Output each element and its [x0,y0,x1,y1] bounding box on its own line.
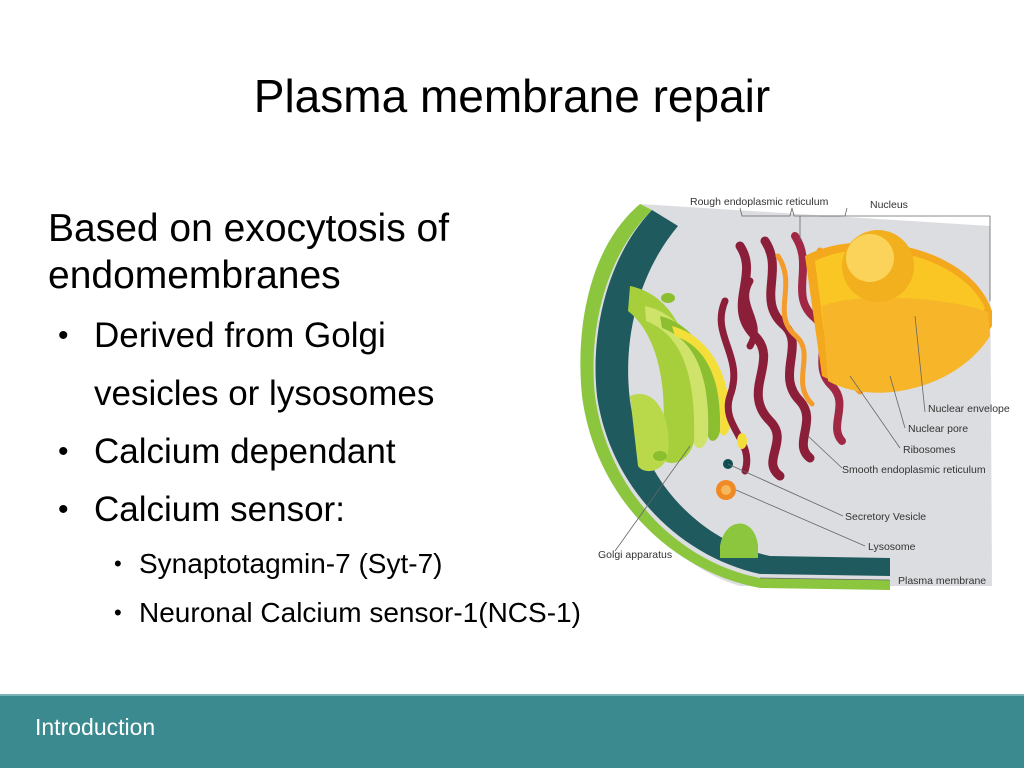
slide-body: Based on exocytosis of endomembranes Der… [48,205,688,637]
nucleus [805,230,992,393]
sub-bullet-item: Neuronal Calcium sensor-1(NCS-1) [48,588,688,637]
label-smooth-er: Smooth endoplasmic reticulum [842,464,986,476]
sub-bullet-list: Synaptotagmin-7 (Syt-7) Neuronal Calcium… [48,539,688,637]
membrane-fold [720,523,758,558]
bullet-item-golgi: Derived from Golgi vesicles or lysosomes [48,307,688,423]
bullet-text: Calcium sensor: [94,490,345,529]
label-lysosome: Lysosome [868,541,916,553]
label-secretory-vesicle: Secretory Vesicle [845,511,926,523]
label-nucleus: Nucleus [870,199,908,211]
bullet-item-calcium-dependant: Calcium dependant [48,423,688,481]
sub-bullet-item: Synaptotagmin-7 (Syt-7) [48,539,688,588]
label-ribosomes: Ribosomes [903,444,956,456]
cell-diagram: Rough endoplasmic reticulum Nucleus Nucl… [580,196,1010,590]
plasma-membrane-outer [580,204,890,590]
bullet-text: Calcium dependant [94,432,396,471]
label-plasma-membrane: Plasma membrane [898,575,986,587]
label-rough-er: Rough endoplasmic reticulum [690,196,829,208]
bullet-item-calcium-sensor: Calcium sensor: [48,481,688,539]
slide-title: Plasma membrane repair [253,70,771,122]
golgi-apparatus [628,286,731,472]
vesicle-yellow [737,433,747,449]
lead-text: Based on exocytosis of endomembranes [48,207,450,297]
label-nuclear-pore: Nuclear pore [908,423,968,435]
footer-bar: Introduction [0,694,1024,768]
bullet-list: Derived from Golgi vesicles or lysosomes… [48,307,688,539]
bullet-text: Derived from Golgi [94,316,386,355]
bullet-text-continuation: vesicles or lysosomes [94,374,435,413]
footer-section-label: Introduction [35,714,156,740]
leader-lines [614,207,991,581]
label-golgi: Golgi apparatus [598,549,672,561]
label-nuclear-envelope: Nuclear envelope [928,403,1010,415]
